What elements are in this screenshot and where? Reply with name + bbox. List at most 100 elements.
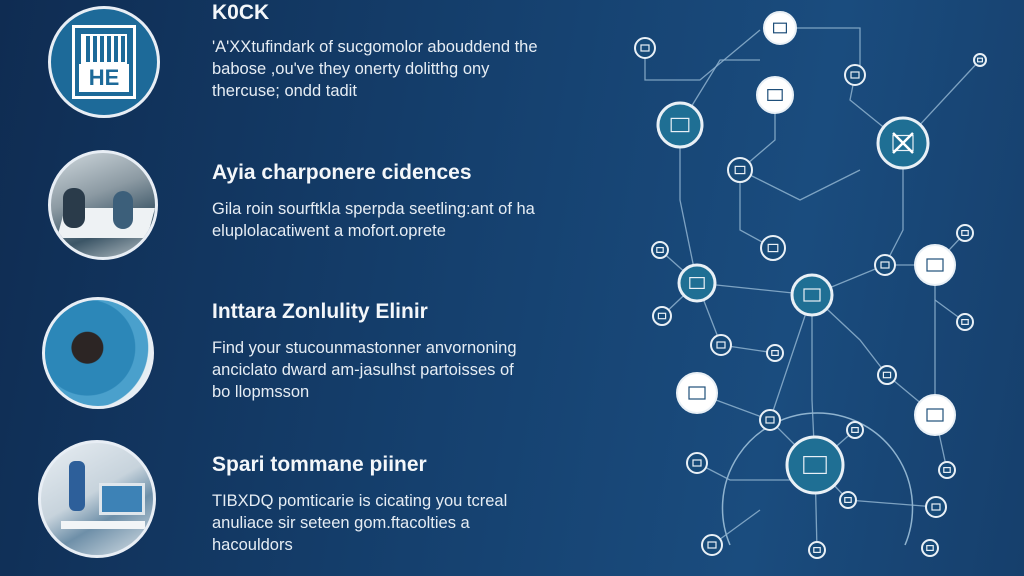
laptop-photo <box>38 440 156 558</box>
node-glyph-icon <box>926 258 944 272</box>
close-x-icon <box>892 132 914 154</box>
node-glyph-icon <box>688 386 706 400</box>
section-title: Ayia charponere cidences <box>212 161 472 184</box>
node-glyph-icon <box>734 165 746 175</box>
node-glyph-icon <box>670 117 690 133</box>
icon-node <box>766 344 784 362</box>
building-logo-icon: HE <box>72 25 136 99</box>
connector-line <box>811 232 966 296</box>
section-title: K0CK <box>212 1 270 24</box>
section-2: Ayia charponere cidences Gila roin sourf… <box>212 160 612 242</box>
connector-line <box>811 294 888 376</box>
icon-node <box>710 334 732 356</box>
icon-node <box>921 539 939 557</box>
connector-line <box>769 294 813 421</box>
icon-node <box>790 273 834 317</box>
section-text: Gila roin sourftkla sperpda seetling:ant… <box>212 200 535 218</box>
section-4: Spari tommane piiner TIBXDQ pomticarie i… <box>212 452 612 556</box>
connector-line <box>739 169 861 201</box>
icon-node <box>756 76 794 114</box>
icon-node <box>925 496 947 518</box>
node-glyph-icon <box>716 341 726 349</box>
node-glyph-icon <box>961 319 969 326</box>
logo-badge: HE <box>48 6 160 118</box>
icon-node <box>651 241 669 259</box>
section-text: bo llopmsson <box>212 383 310 401</box>
icon-node <box>652 306 672 326</box>
icon-node <box>938 461 956 479</box>
icon-node <box>656 101 704 149</box>
connector-line <box>884 143 904 266</box>
icon-node <box>844 64 866 86</box>
icon-node <box>677 263 717 303</box>
node-glyph-icon <box>926 408 944 422</box>
classroom-photo <box>48 150 158 260</box>
section-title: Spari tommane piiner <box>212 453 427 476</box>
node-glyph-icon <box>640 44 650 52</box>
section-1: K0CK 'A'XXtufindark of sucgomolor aboudd… <box>212 0 612 102</box>
node-glyph-icon <box>765 416 775 424</box>
icon-node <box>686 452 708 474</box>
icon-node <box>956 313 974 331</box>
node-glyph-icon <box>931 503 941 511</box>
connector-line <box>644 29 761 81</box>
icon-node <box>759 409 781 431</box>
node-glyph-icon <box>880 261 890 269</box>
node-glyph-icon <box>850 71 860 79</box>
node-glyph-icon <box>961 230 969 237</box>
icon-node <box>956 224 974 242</box>
node-glyph-icon <box>803 456 827 475</box>
node-glyph-icon <box>657 312 667 320</box>
icon-node <box>914 244 956 286</box>
node-glyph-icon <box>689 277 705 290</box>
section-text: babose ,ou've they onerty dolitthg ony <box>212 60 490 78</box>
students-photo <box>42 297 154 409</box>
ring-arc <box>721 412 914 546</box>
icon-node <box>808 541 826 559</box>
node-glyph-icon <box>844 497 852 504</box>
node-glyph-icon <box>771 350 779 357</box>
node-glyph-icon <box>707 541 717 549</box>
logo-text: HE <box>79 64 129 92</box>
section-text: 'A'XXtufindark of sucgomolor abouddend t… <box>212 38 538 56</box>
icon-node <box>676 372 718 414</box>
node-glyph-icon <box>976 57 983 63</box>
node-glyph-icon <box>767 243 779 253</box>
icon-node <box>846 421 864 439</box>
section-text: hacouldors <box>212 536 293 554</box>
icon-node <box>727 157 753 183</box>
node-glyph-icon <box>803 288 821 302</box>
node-glyph-icon <box>943 467 951 474</box>
section-text: eluplolacatiwent a mofort.oprete <box>212 222 446 240</box>
icon-node <box>760 235 786 261</box>
icon-node <box>914 394 956 436</box>
section-3: Inttara Zonlulity Elinir Find your stuco… <box>212 299 612 403</box>
icon-node <box>634 37 656 59</box>
connector-line <box>780 27 861 75</box>
node-glyph-icon <box>656 247 664 254</box>
section-text: Find your stucounmastonner anvornoning <box>212 339 517 357</box>
section-text: anciclato dward am-jasulhst partoisses o… <box>212 361 514 379</box>
node-glyph-icon <box>882 371 892 379</box>
node-glyph-icon <box>926 544 934 551</box>
icon-node <box>973 53 987 67</box>
node-glyph-icon <box>892 134 914 152</box>
node-glyph-icon <box>813 546 821 553</box>
section-text: anuliace sir seteen gom.ftacolties a <box>212 514 470 532</box>
icon-node <box>839 491 857 509</box>
section-text: TIBXDQ pomticarie is cicating you tcreal <box>212 492 508 510</box>
connector-line <box>679 59 760 126</box>
icon-node <box>874 254 896 276</box>
node-glyph-icon <box>851 427 859 434</box>
icon-node <box>785 435 845 495</box>
node-glyph-icon <box>767 88 783 101</box>
connector-line <box>696 462 790 481</box>
section-title: Inttara Zonlulity Elinir <box>212 300 428 323</box>
node-glyph-icon <box>772 22 787 34</box>
section-text: thercuse; ondd tadit <box>212 82 357 100</box>
node-glyph-icon <box>692 459 702 467</box>
icon-node <box>763 11 797 45</box>
connector-line <box>679 125 698 284</box>
icon-node <box>701 534 723 556</box>
